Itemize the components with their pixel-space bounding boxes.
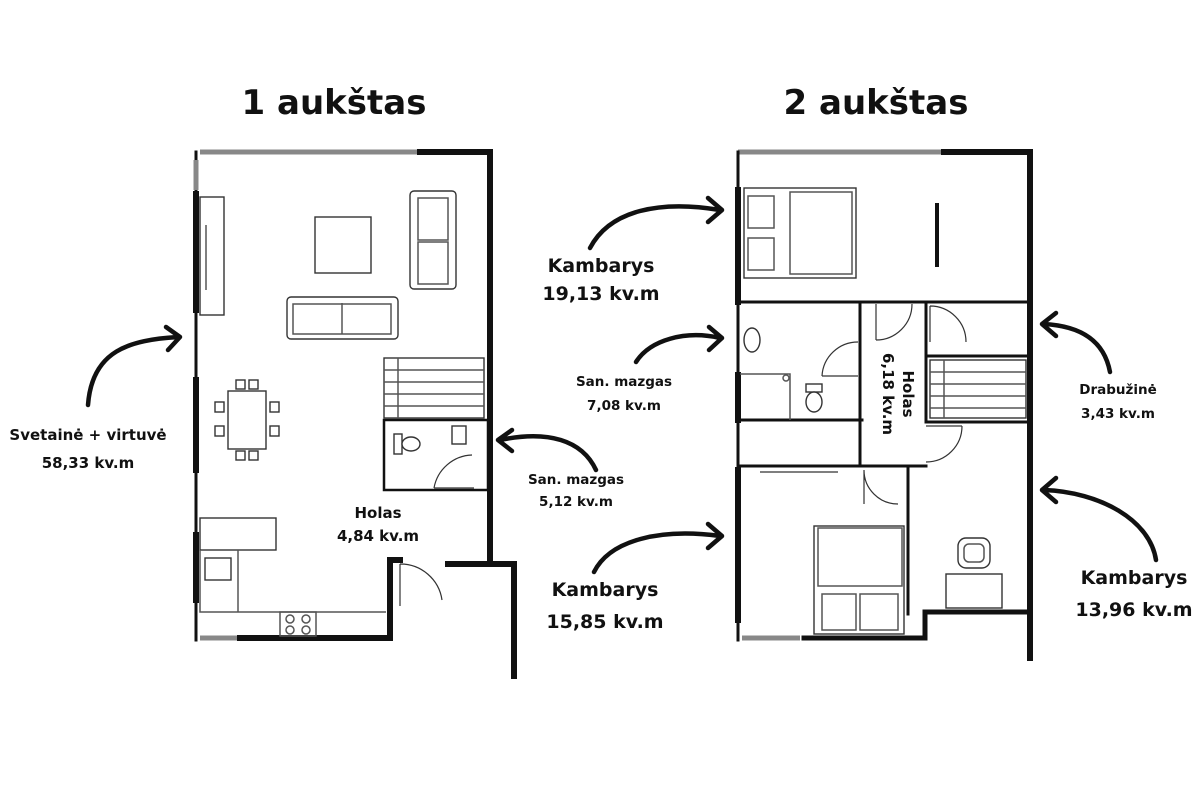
label-room15-area: 15,85 kv.m xyxy=(546,611,663,633)
floor-1-plan xyxy=(193,149,517,679)
bed-room-19 xyxy=(743,187,857,279)
bathroom-1 xyxy=(382,418,490,492)
label-hall2-area: 6,18 kv.m xyxy=(879,353,897,435)
label-bath1-name: San. mazgas xyxy=(528,472,624,488)
label-wardrobe-name: Drabužinė xyxy=(1079,382,1157,398)
label-living-name: Svetainė + virtuvė xyxy=(9,426,166,444)
room-labels: Svetainė + virtuvė 58,33 kv.m Holas 4,84… xyxy=(9,255,1192,633)
dining-table xyxy=(214,379,280,461)
bed-room-15 xyxy=(813,525,905,635)
label-wardrobe-area: 3,43 kv.m xyxy=(1081,406,1155,422)
floor-2-plan xyxy=(735,149,1033,661)
label-bath2-name: San. mazgas xyxy=(576,374,672,390)
sofa-right xyxy=(409,190,457,290)
label-room15-name: Kambarys xyxy=(552,579,659,601)
tv-unit xyxy=(199,196,225,316)
label-hall2: Holas 6,18 kv.m xyxy=(879,353,917,435)
sofa-bottom xyxy=(286,296,399,340)
entrance-door xyxy=(399,563,443,606)
label-room13-area: 13,96 kv.m xyxy=(1075,599,1192,621)
pointer-arrows xyxy=(85,195,1159,575)
label-room19-name: Kambarys xyxy=(548,255,655,277)
floor-2-title: 2 aukštas xyxy=(784,83,969,123)
desk-room-13 xyxy=(945,537,1003,609)
label-hall2-name: Holas xyxy=(899,370,917,417)
floor-1-title: 1 aukštas xyxy=(242,83,427,123)
label-hall1-name: Holas xyxy=(354,504,401,522)
kitchen-counter xyxy=(199,517,386,637)
bathroom-2 xyxy=(740,327,859,420)
label-room19-area: 19,13 kv.m xyxy=(542,283,659,305)
floor-2-walls xyxy=(735,149,1033,661)
label-living-area: 58,33 kv.m xyxy=(42,454,135,472)
floor-1-walls xyxy=(193,149,517,679)
coffee-table xyxy=(314,216,372,274)
label-hall1-area: 4,84 kv.m xyxy=(337,527,419,545)
stairs-floor-2 xyxy=(929,359,1027,419)
room-15-door xyxy=(863,469,899,505)
label-bath1-area: 5,12 kv.m xyxy=(539,494,613,510)
room-13-door xyxy=(925,425,963,463)
hall-2-door xyxy=(875,303,913,341)
wardrobe-door xyxy=(929,305,967,343)
label-room13-name: Kambarys xyxy=(1081,567,1188,589)
label-bath2-area: 7,08 kv.m xyxy=(587,398,661,414)
stairs-floor-1 xyxy=(383,357,485,419)
